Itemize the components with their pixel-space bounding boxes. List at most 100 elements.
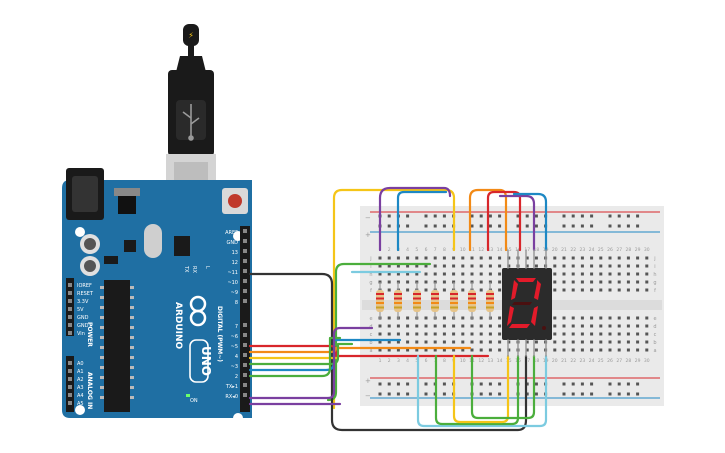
- breadboard-hole[interactable]: [498, 316, 502, 320]
- rail-hole[interactable]: [488, 392, 492, 396]
- breadboard-hole[interactable]: [461, 288, 465, 292]
- breadboard-hole[interactable]: [452, 256, 456, 260]
- breadboard-hole[interactable]: [608, 288, 612, 292]
- breadboard-hole[interactable]: [599, 256, 603, 260]
- breadboard-hole[interactable]: [507, 264, 511, 268]
- breadboard-hole[interactable]: [608, 332, 612, 336]
- breadboard-hole[interactable]: [406, 272, 410, 276]
- rail-hole[interactable]: [479, 392, 483, 396]
- jumper-wire[interactable]: [378, 186, 452, 252]
- breadboard-hole[interactable]: [488, 264, 492, 268]
- breadboard-hole[interactable]: [479, 324, 483, 328]
- breadboard-hole[interactable]: [590, 316, 594, 320]
- breadboard-hole[interactable]: [488, 256, 492, 260]
- rail-hole[interactable]: [442, 392, 446, 396]
- breadboard-hole[interactable]: [534, 256, 538, 260]
- rail-hole[interactable]: [608, 214, 612, 218]
- breadboard-hole[interactable]: [636, 348, 640, 352]
- breadboard-hole[interactable]: [580, 288, 584, 292]
- breadboard-hole[interactable]: [406, 332, 410, 336]
- analog-pin[interactable]: [68, 377, 72, 381]
- rail-hole[interactable]: [406, 224, 410, 228]
- rail-hole[interactable]: [580, 224, 584, 228]
- digital-pin[interactable]: [243, 363, 247, 367]
- breadboard-hole[interactable]: [562, 280, 566, 284]
- breadboard-hole[interactable]: [562, 256, 566, 260]
- breadboard-hole[interactable]: [424, 280, 428, 284]
- breadboard-hole[interactable]: [571, 288, 575, 292]
- breadboard-hole[interactable]: [433, 272, 437, 276]
- rail-hole[interactable]: [479, 382, 483, 386]
- digital-pin[interactable]: [243, 229, 247, 233]
- breadboard-hole[interactable]: [387, 348, 391, 352]
- breadboard-hole[interactable]: [442, 264, 446, 268]
- breadboard-hole[interactable]: [645, 288, 649, 292]
- breadboard-hole[interactable]: [498, 324, 502, 328]
- breadboard-hole[interactable]: [470, 272, 474, 276]
- breadboard-hole[interactable]: [553, 264, 557, 268]
- breadboard-hole[interactable]: [424, 272, 428, 276]
- breadboard-hole[interactable]: [626, 264, 630, 268]
- breadboard-hole[interactable]: [396, 332, 400, 336]
- breadboard-hole[interactable]: [590, 280, 594, 284]
- breadboard-hole[interactable]: [378, 348, 382, 352]
- rail-hole[interactable]: [636, 224, 640, 228]
- breadboard-hole[interactable]: [636, 256, 640, 260]
- rail-hole[interactable]: [562, 392, 566, 396]
- breadboard-hole[interactable]: [626, 280, 630, 284]
- rail-hole[interactable]: [488, 382, 492, 386]
- breadboard-hole[interactable]: [571, 348, 575, 352]
- breadboard-hole[interactable]: [378, 332, 382, 336]
- breadboard-hole[interactable]: [617, 340, 621, 344]
- breadboard-hole[interactable]: [608, 280, 612, 284]
- rail-hole[interactable]: [617, 382, 621, 386]
- breadboard-hole[interactable]: [636, 316, 640, 320]
- breadboard-hole[interactable]: [599, 324, 603, 328]
- digital-pin[interactable]: [243, 323, 247, 327]
- breadboard-hole[interactable]: [636, 272, 640, 276]
- jumper-wire[interactable]: [416, 354, 548, 428]
- breadboard-hole[interactable]: [645, 348, 649, 352]
- breadboard-hole[interactable]: [571, 272, 575, 276]
- digital-pin[interactable]: [243, 269, 247, 273]
- breadboard-hole[interactable]: [553, 324, 557, 328]
- breadboard-hole[interactable]: [461, 340, 465, 344]
- breadboard-hole[interactable]: [571, 256, 575, 260]
- breadboard-hole[interactable]: [479, 272, 483, 276]
- power-pin[interactable]: [68, 323, 72, 327]
- breadboard-hole[interactable]: [645, 316, 649, 320]
- breadboard-hole[interactable]: [479, 340, 483, 344]
- rail-hole[interactable]: [516, 224, 520, 228]
- breadboard-hole[interactable]: [396, 324, 400, 328]
- rail-hole[interactable]: [387, 224, 391, 228]
- breadboard-hole[interactable]: [626, 348, 630, 352]
- breadboard-hole[interactable]: [645, 332, 649, 336]
- digital-pin[interactable]: [243, 279, 247, 283]
- breadboard-hole[interactable]: [553, 316, 557, 320]
- rail-hole[interactable]: [525, 224, 529, 228]
- rail-hole[interactable]: [479, 214, 483, 218]
- rail-hole[interactable]: [580, 392, 584, 396]
- breadboard-hole[interactable]: [599, 332, 603, 336]
- jumper-wire[interactable]: [248, 326, 374, 400]
- breadboard-hole[interactable]: [571, 316, 575, 320]
- rail-hole[interactable]: [433, 214, 437, 218]
- breadboard-hole[interactable]: [488, 332, 492, 336]
- jumper-wire[interactable]: [396, 190, 448, 252]
- breadboard-hole[interactable]: [424, 332, 428, 336]
- breadboard-hole[interactable]: [534, 340, 538, 344]
- wires[interactable]: [248, 186, 548, 432]
- breadboard-hole[interactable]: [608, 340, 612, 344]
- breadboard-hole[interactable]: [636, 288, 640, 292]
- breadboard-hole[interactable]: [571, 264, 575, 268]
- breadboard-hole[interactable]: [442, 332, 446, 336]
- power-pin[interactable]: [68, 307, 72, 311]
- breadboard-hole[interactable]: [470, 264, 474, 268]
- breadboard-hole[interactable]: [626, 324, 630, 328]
- rail-hole[interactable]: [387, 392, 391, 396]
- rail-hole[interactable]: [562, 382, 566, 386]
- breadboard-hole[interactable]: [562, 316, 566, 320]
- breadboard-hole[interactable]: [378, 272, 382, 276]
- breadboard-hole[interactable]: [461, 332, 465, 336]
- digital-pin[interactable]: [243, 383, 247, 387]
